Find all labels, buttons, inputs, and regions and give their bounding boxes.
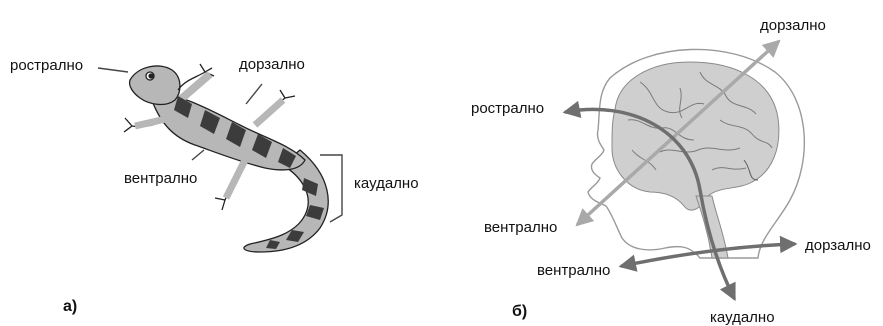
label-ventral-bottom-b: вентрално — [537, 262, 610, 279]
label-rostral-a: рострално — [10, 57, 83, 74]
panel-a: рострално дорзално вентрално каудално а) — [10, 56, 419, 315]
label-dorsal-right-b: дорзално — [805, 237, 871, 254]
label-caudal-b: каудално — [710, 309, 775, 326]
label-rostral-b: рострално — [471, 100, 544, 117]
caption-b: б) — [512, 303, 527, 320]
label-ventral-a: вентрално — [124, 170, 197, 187]
label-ventral-left-b: вентрално — [484, 219, 557, 236]
panel-b: дорзално рострално вентрално дорзално ве… — [471, 17, 871, 326]
lizard-illustration — [124, 64, 328, 252]
label-dorsal-a: дорзално — [239, 56, 305, 73]
label-dorsal-top-b: дорзално — [760, 17, 826, 34]
label-caudal-a: каудално — [354, 175, 419, 192]
caption-a: а) — [63, 298, 77, 315]
